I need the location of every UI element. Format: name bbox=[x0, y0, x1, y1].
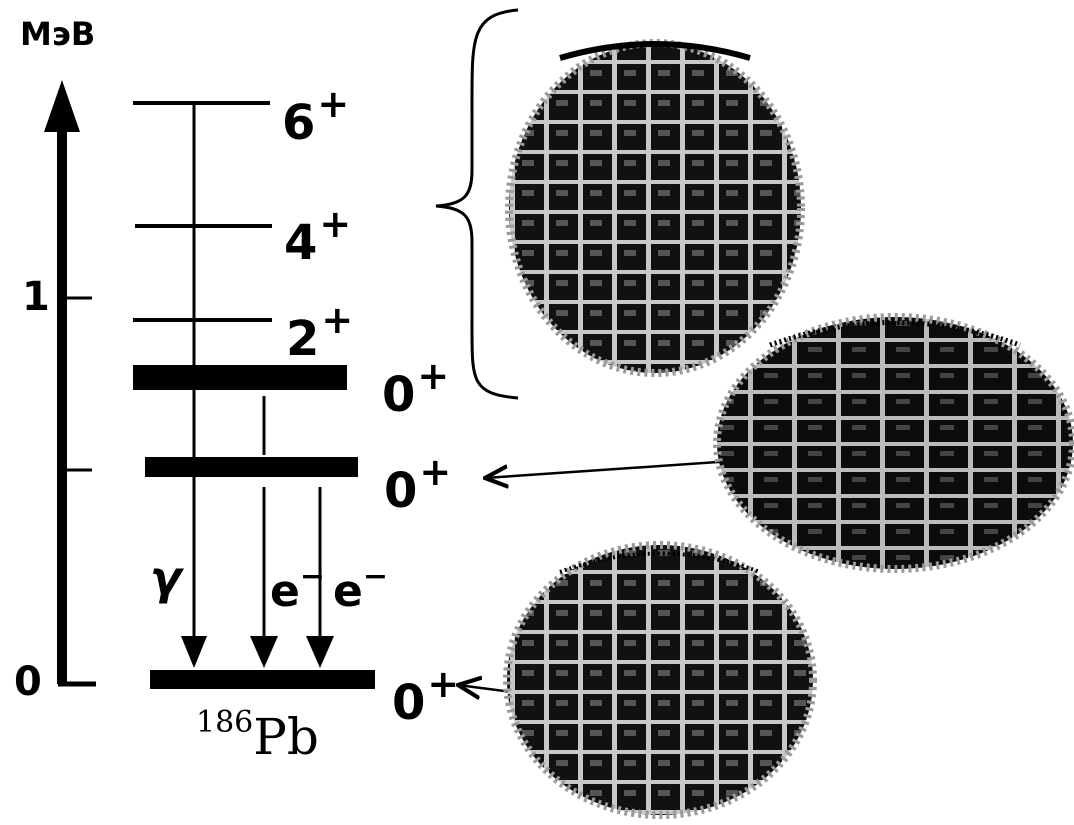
electron-label-1: e− bbox=[270, 555, 325, 614]
level-label-2plus: 2+ bbox=[286, 296, 353, 363]
level-spin: 2 bbox=[286, 311, 320, 367]
electron-label-2: e− bbox=[333, 555, 388, 614]
gamma-arrowhead bbox=[181, 636, 207, 668]
gamma-label: γ bbox=[150, 551, 182, 605]
level-spin: 0 bbox=[392, 675, 426, 731]
level-0plus-excited bbox=[145, 457, 358, 477]
nucleus-mass-number: 186 bbox=[196, 705, 254, 740]
level-parity: + bbox=[321, 298, 354, 342]
axis-tick-label-1: 1 bbox=[22, 274, 50, 320]
electron-arrowhead-2 bbox=[306, 636, 334, 668]
level-spin: 4 bbox=[284, 215, 318, 271]
prolate-nucleus-shape bbox=[505, 39, 805, 377]
level-spin: 6 bbox=[282, 95, 316, 151]
energy-levels bbox=[133, 101, 375, 689]
level-label-0plus-excited: 0+ bbox=[384, 448, 451, 515]
level-label-0plus-band: 0+ bbox=[382, 352, 449, 419]
oblate-nucleus-shape bbox=[713, 313, 1074, 573]
electron-symbol: e bbox=[333, 566, 363, 617]
level-parity: + bbox=[319, 202, 352, 246]
transitions bbox=[181, 103, 334, 668]
nucleus-symbol: Pb bbox=[253, 708, 319, 766]
energy-axis bbox=[44, 80, 96, 687]
level-parity: + bbox=[317, 82, 350, 126]
level-0plus-ground bbox=[150, 670, 375, 689]
level-label-0plus-ground: 0+ bbox=[392, 660, 459, 727]
electron-arrowhead-1 bbox=[250, 636, 278, 668]
electron-symbol: e bbox=[270, 566, 300, 617]
nucleus-label: 186Pb bbox=[196, 705, 319, 766]
energy-axis-arrowhead bbox=[44, 80, 80, 132]
level-label-4plus: 4+ bbox=[284, 200, 351, 267]
spherical-nucleus-shape bbox=[503, 541, 817, 819]
level-parity: + bbox=[427, 662, 460, 706]
band-brace bbox=[435, 8, 519, 400]
level-label-6plus: 6+ bbox=[282, 80, 349, 147]
energy-unit-label: МэВ bbox=[20, 15, 96, 53]
electron-charge: − bbox=[299, 559, 325, 594]
axis-tick-label-0: 0 bbox=[14, 659, 42, 705]
level-parity: + bbox=[419, 450, 452, 494]
level-parity: + bbox=[417, 354, 450, 398]
level-spin: 0 bbox=[384, 463, 418, 519]
level-spin: 0 bbox=[382, 367, 416, 423]
electron-charge: − bbox=[362, 559, 388, 594]
level-0plus-band-head bbox=[133, 365, 347, 390]
